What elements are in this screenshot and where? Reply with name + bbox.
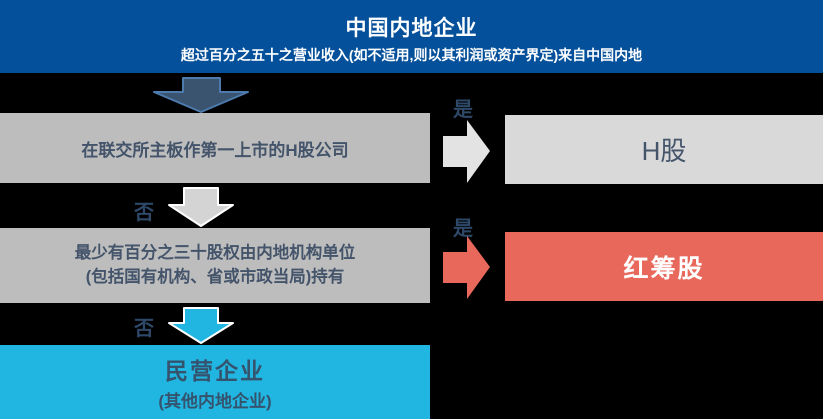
question-box-red-chip: 最少有百分之三十股权由内地机构单位 (包括国有机构、省或市政当局)持有 [0, 228, 430, 303]
right-arrow-icon-red [443, 236, 490, 299]
question-box-red-chip-line1: 最少有百分之三十股权由内地机构单位 [74, 244, 356, 263]
result-box-h-share: H股 [505, 115, 823, 184]
page-title: 中国内地企业 [345, 17, 478, 40]
result-box-red-chip-text: 红筹股 [623, 254, 705, 283]
yes-label-2-text: 是 [453, 218, 473, 240]
no-label-2-text: 否 [134, 318, 154, 340]
result-box-h-share-text: H股 [641, 136, 687, 166]
question-box-h-share: 在联交所主板作第一上市的H股公司 [0, 113, 430, 183]
header-band: 中国内地企业 超过百分之五十之营业收入(如不适用,则以其利润或资产界定)来自中国… [0, 0, 823, 73]
final-box-title: 民营企业 [165, 358, 265, 384]
down-arrow-icon [168, 307, 234, 344]
question-box-red-chip-line2: (包括国有机构、省或市政当局)持有 [85, 267, 345, 286]
no-label-1-text: 否 [134, 202, 154, 224]
question-box-h-share-text: 在联交所主板作第一上市的H股公司 [81, 140, 349, 160]
right-arrow-icon-gray [443, 120, 490, 183]
final-box-private-enterprise: 民营企业 (其他内地企业) [0, 345, 430, 419]
no-label-1: 否 [126, 196, 162, 225]
yes-label-1-text: 是 [453, 99, 473, 121]
result-box-red-chip: 红筹股 [505, 232, 823, 301]
yes-label-2: 是 [445, 212, 481, 241]
yes-label-1: 是 [445, 93, 481, 122]
down-arrow-icon [168, 187, 234, 227]
no-label-2: 否 [126, 312, 162, 341]
final-box-subtitle: (其他内地企业) [158, 392, 272, 411]
page-subtitle: 超过百分之五十之营业收入(如不适用,则以其利润或资产界定)来自中国内地 [180, 47, 643, 63]
down-arrow-icon [153, 77, 249, 113]
